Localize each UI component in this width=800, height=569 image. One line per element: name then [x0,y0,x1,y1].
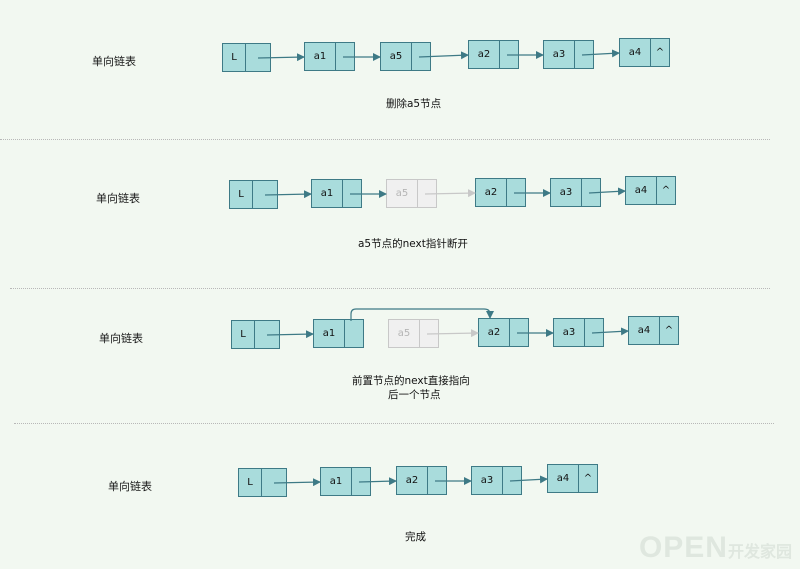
node-data: a2 [469,41,500,68]
panel-4-node-a1: a1 [320,467,371,496]
node-data: a5 [387,180,418,207]
node-next [500,41,518,68]
panel-4-node-a4: a4 ^ [547,464,598,493]
panel-3-caption-line-1: 前置节点的next直接指向 [352,375,470,387]
node-data: a1 [305,43,336,70]
node-next: ^ [583,473,593,484]
panel-1-node-a5: a5 [380,42,431,71]
panel-4-node-L: L [238,468,287,497]
node-data: L [230,181,253,208]
node-next [418,180,436,207]
watermark-logo: OPEN 开发家园 [639,531,792,565]
panel-3-node-a5-ghost: a5 [388,319,439,348]
panel-3-node-a2: a2 [478,318,529,347]
node-next [345,320,363,347]
node-data: a2 [476,179,507,206]
separator [0,139,770,140]
node-data: a3 [544,41,575,68]
panel-3-node-a3: a3 [553,318,604,347]
node-data: a3 [472,467,503,494]
node-data: a4 [548,465,579,492]
panel-2-node-L: L [229,180,278,209]
separator [14,423,774,424]
watermark-big-text: OPEN [638,531,728,564]
node-next [412,43,430,70]
node-next [575,41,593,68]
node-next [253,181,277,208]
panel-1-node-a4: a4 ^ [619,38,670,67]
node-next [343,180,361,207]
panel-2-caption: a5节点的next指针断开 [358,238,468,250]
separator [10,288,770,289]
node-next [420,320,438,347]
node-next: ^ [655,47,665,58]
node-data: a1 [314,320,345,347]
panel-4-label: 单向链表 [108,480,152,493]
panel-4-caption: 完成 [405,531,426,543]
panel-1-node-a3: a3 [543,40,594,69]
panel-2-node-a1: a1 [311,179,362,208]
node-next [585,319,603,346]
node-data: a4 [620,39,651,66]
node-data: a5 [389,320,420,347]
node-next [428,467,446,494]
node-next: ^ [664,325,674,336]
panel-4-node-a2: a2 [396,466,447,495]
node-next [255,321,279,348]
panel-3-node-a1: a1 [313,319,364,348]
panel-3-label: 单向链表 [99,332,143,345]
panel-3-caption-line-2: 后一个节点 [388,389,441,401]
node-data: a5 [381,43,412,70]
node-data: a3 [554,319,585,346]
node-data: a1 [321,468,352,495]
panel-2-node-a3: a3 [550,178,601,207]
node-next: ^ [661,185,671,196]
node-data: a1 [312,180,343,207]
node-next [336,43,354,70]
panel-4-node-a3: a3 [471,466,522,495]
panel-1-label: 单向链表 [92,55,136,68]
panel-1-caption: 删除a5节点 [386,98,442,110]
panel-1-node-a1: a1 [304,42,355,71]
node-data: a2 [397,467,428,494]
panel-3-node-L: L [231,320,280,349]
panel-2-node-a4: a4 ^ [625,176,676,205]
node-data: L [223,44,246,71]
node-next [507,179,525,206]
panel-2-label: 单向链表 [96,192,140,205]
panel-3-node-a4: a4 ^ [628,316,679,345]
node-next [510,319,528,346]
panel-1-node-L: L [222,43,271,72]
node-data: a4 [626,177,657,204]
panel-1-node-a2: a2 [468,40,519,69]
watermark-small-text: 开发家园 [727,544,792,561]
panel-2-node-a2: a2 [475,178,526,207]
node-data: a4 [629,317,660,344]
node-next [262,469,286,496]
node-next [582,179,600,206]
node-data: a2 [479,319,510,346]
panel-2-node-a5-ghost: a5 [386,179,437,208]
node-next [246,44,270,71]
node-data: L [239,469,262,496]
node-next [503,467,521,494]
node-data: L [232,321,255,348]
node-data: a3 [551,179,582,206]
node-next [352,468,370,495]
